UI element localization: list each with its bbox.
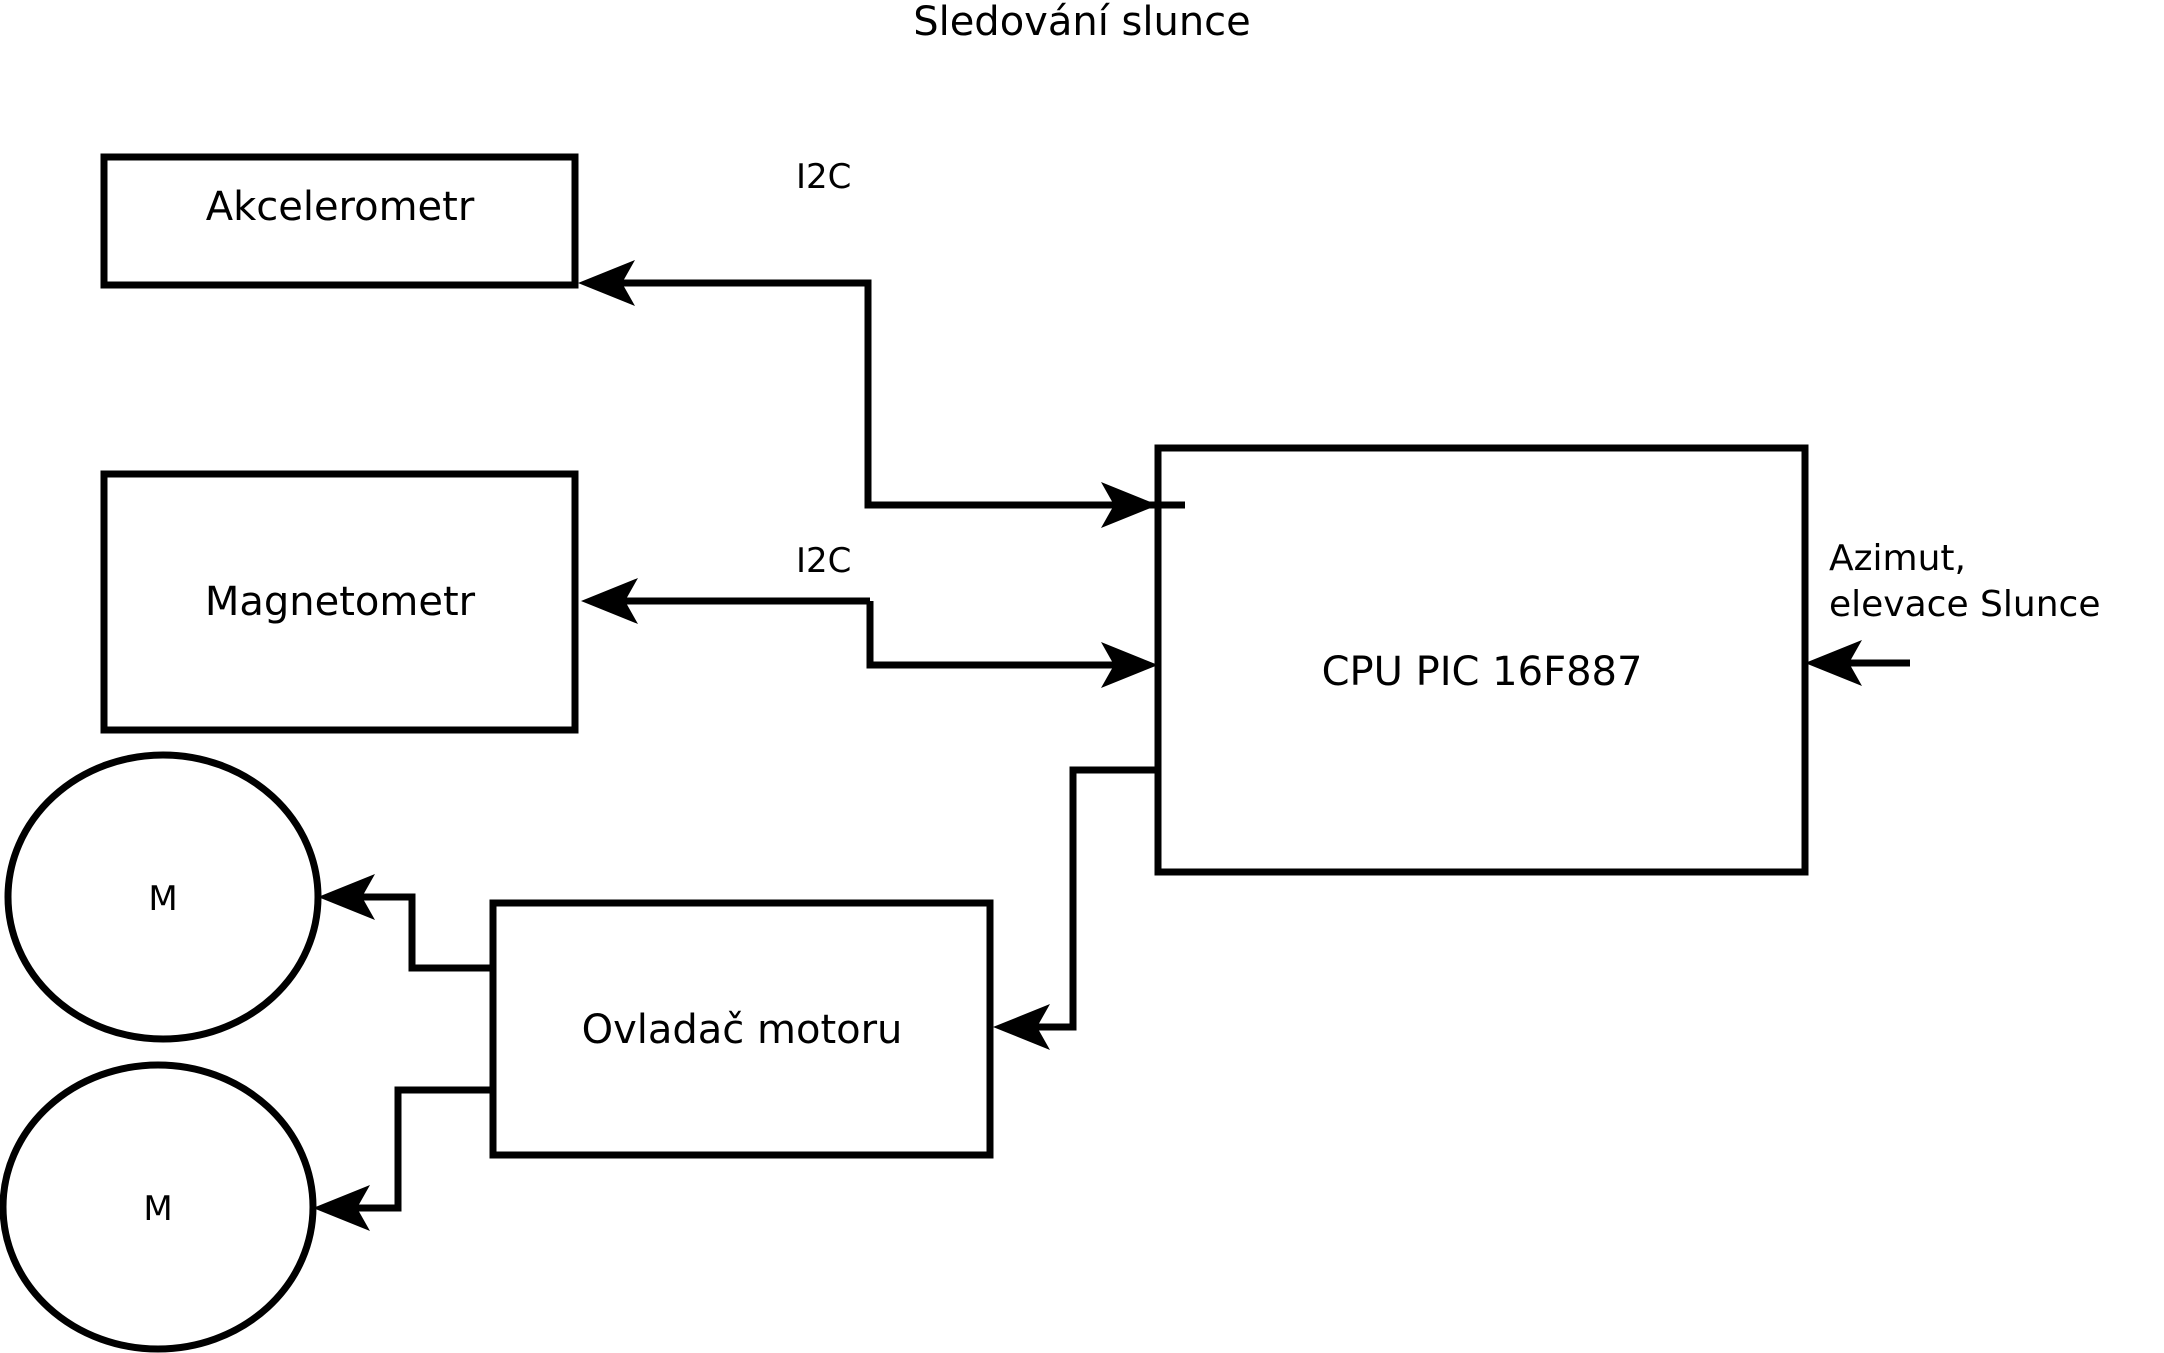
node-motor-driver-label: Ovladač motoru	[582, 1007, 903, 1053]
edge-motor-driver-to-motor-top-wire	[350, 893, 496, 972]
edge-sun-input-arrowhead	[1805, 640, 1862, 686]
node-magnetometer-box	[100, 470, 579, 734]
edge-accelerometer-to-cpu-arrowhead	[1101, 482, 1158, 528]
node-motor-bottom-circle	[0, 1061, 317, 1353]
edge-motor-driver-to-motor-bottom-arrowhead	[313, 1185, 370, 1231]
edge-accelerometer-to-cpu-wire	[864, 283, 1128, 509]
edge-magnetometer-to-cpu-wire	[866, 601, 1128, 669]
edge-cpu-to-motor-driver-wire	[1023, 766, 1161, 1031]
node-cpu-label: CPU PIC 16F887	[1322, 649, 1643, 695]
diagram-title: Sledování slunce	[913, 0, 1251, 45]
node-motor-bottom-label: M	[143, 1189, 172, 1229]
node-accelerometer-label: Akcelerometr	[206, 184, 475, 230]
edge-cpu-to-accelerometer-arrowhead	[578, 260, 635, 306]
edge-label-i2c-magnetometer: I2C	[796, 541, 851, 581]
io-label-sun-line1: Azimut,	[1829, 538, 1966, 579]
edge-cpu-to-accelerometer-wire	[608, 279, 1185, 509]
node-cpu-box	[1154, 444, 1809, 876]
edge-cpu-to-motor-driver-arrowhead	[993, 1004, 1050, 1050]
node-motor-driver-box	[489, 899, 994, 1159]
edge-magnetometer-to-cpu-arrowhead	[1101, 642, 1158, 688]
node-accelerometer-box	[100, 153, 579, 289]
node-magnetometer-label: Magnetometr	[205, 579, 476, 625]
edge-motor-driver-to-motor-top-arrowhead	[318, 874, 375, 920]
edge-label-i2c-accelerometer: I2C	[796, 157, 851, 197]
node-motor-top-label: M	[148, 879, 177, 919]
edge-motor-driver-to-motor-bottom-wire	[345, 1086, 496, 1212]
io-label-sun-line2: elevace Slunce	[1829, 584, 2100, 625]
edge-cpu-to-magnetometer-arrowhead	[581, 578, 638, 624]
